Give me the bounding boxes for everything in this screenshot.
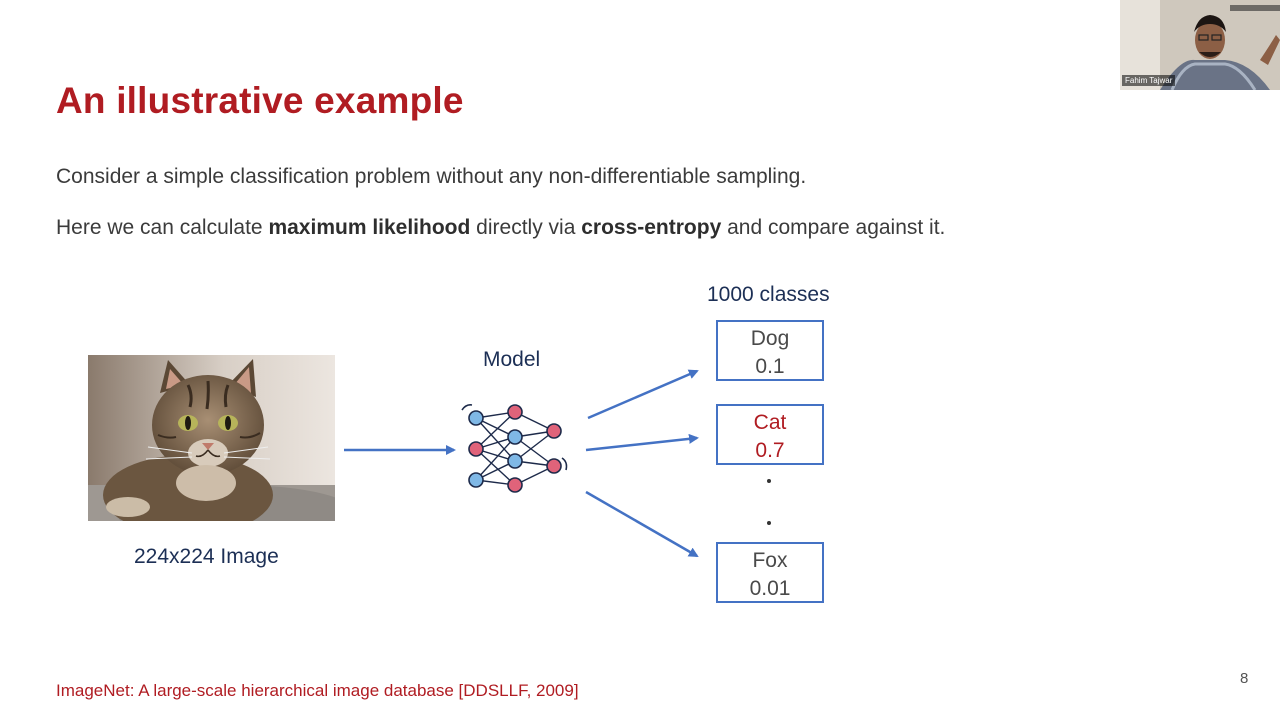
class-name: Fox xyxy=(752,549,788,572)
webcam-thumbnail[interactable]: Fahim Tajwar xyxy=(1120,0,1280,90)
maximum-likelihood-term: maximum likelihood xyxy=(268,216,471,239)
cross-entropy-term: cross-entropy xyxy=(581,216,722,239)
cat-image xyxy=(88,355,335,521)
method-text-part1: Here we can calculate xyxy=(56,216,269,239)
slide-title: An illustrative example xyxy=(56,80,464,121)
class-box-dog: Dog 0.1 xyxy=(716,320,824,381)
class-probability: 0.1 xyxy=(755,355,785,378)
class-probability: 0.7 xyxy=(755,439,785,462)
class-name: Cat xyxy=(753,411,787,434)
class-box-fox: Fox 0.01 xyxy=(716,542,824,603)
ellipsis-dot xyxy=(767,479,771,483)
output-arrow-fox xyxy=(585,490,699,558)
neural-network-icon xyxy=(461,404,568,493)
method-text-part2: directly via xyxy=(470,216,582,239)
class-probability: 0.01 xyxy=(749,577,791,600)
output-arrow-dog xyxy=(587,369,699,420)
ellipsis-dot xyxy=(767,521,771,525)
intro-text: Consider a simple classification problem… xyxy=(56,165,807,188)
method-text: Here we can calculate maximum likelihood… xyxy=(56,216,945,240)
output-arrow-cat xyxy=(585,433,699,452)
class-box-cat: Cat 0.7 xyxy=(716,404,824,465)
image-caption: 224x224 Image xyxy=(134,545,279,568)
model-label: Model xyxy=(483,348,541,371)
citation: ImageNet: A large-scale hierarchical ima… xyxy=(56,681,579,700)
class-name: Dog xyxy=(750,327,790,350)
participant-name: Fahim Tajwar xyxy=(1122,75,1176,86)
classes-label: 1000 classes xyxy=(707,283,830,306)
method-text-part3: and compare against it. xyxy=(721,216,946,239)
slide-number: 8 xyxy=(1240,670,1249,687)
